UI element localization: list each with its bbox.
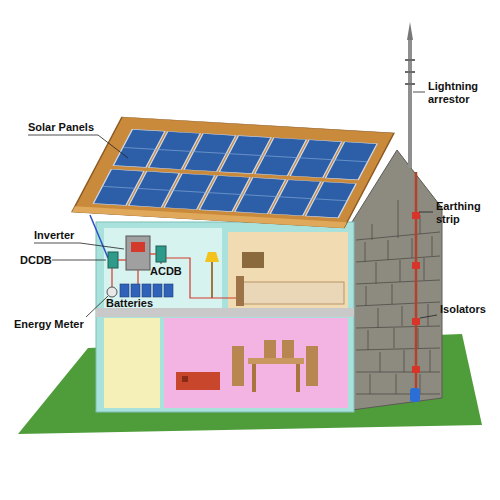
callout-label: Solar Panels — [28, 121, 94, 134]
inverter-box — [126, 236, 150, 270]
dcdb-box — [108, 252, 118, 268]
arrestor-tip — [407, 22, 413, 40]
callout-label: DCDB — [20, 254, 52, 267]
energy-meter — [107, 287, 117, 297]
chair — [282, 340, 294, 358]
solar-panels — [93, 129, 377, 218]
callout-label: Batteries — [106, 297, 153, 310]
isolators — [412, 212, 420, 373]
arrestor-fins — [405, 60, 415, 84]
battery-bank — [120, 284, 173, 297]
earth-pit — [410, 388, 420, 402]
acdb-box — [156, 246, 166, 262]
floor-slab — [96, 308, 354, 317]
lamp-stand — [211, 262, 213, 298]
inverter-room — [104, 228, 222, 308]
earthing-strip — [415, 172, 418, 394]
chair — [232, 346, 244, 386]
table-leg — [252, 364, 256, 392]
table-top — [248, 358, 304, 364]
leader-lines — [28, 92, 437, 318]
dining-room — [164, 318, 348, 408]
wiring — [112, 254, 236, 298]
tv-cabinet — [176, 372, 220, 390]
callout-label: Lightning arrestor — [428, 80, 494, 106]
inverter-display — [131, 242, 145, 252]
callout-label: ACDB — [150, 265, 182, 278]
panel-cells — [102, 147, 367, 200]
cabinet-knob — [182, 376, 188, 382]
chair — [264, 340, 276, 358]
bed — [240, 282, 344, 304]
stone-pattern — [356, 200, 440, 394]
callout-label: Energy Meter — [14, 318, 84, 331]
callout-label: Earthing strip — [436, 200, 494, 226]
chair — [306, 346, 318, 386]
front-wall — [96, 222, 354, 412]
picture-frame — [242, 252, 264, 268]
callout-label: Isolators — [440, 303, 486, 316]
dc-cable — [90, 215, 108, 258]
lower-left-room — [104, 318, 160, 408]
roof — [72, 117, 394, 228]
bedroom — [228, 232, 348, 308]
stone-wall — [352, 150, 442, 410]
callout-label: Inverter — [34, 229, 74, 242]
bed-head — [236, 276, 244, 306]
lamp-shade — [205, 252, 219, 262]
table-leg — [296, 364, 300, 392]
